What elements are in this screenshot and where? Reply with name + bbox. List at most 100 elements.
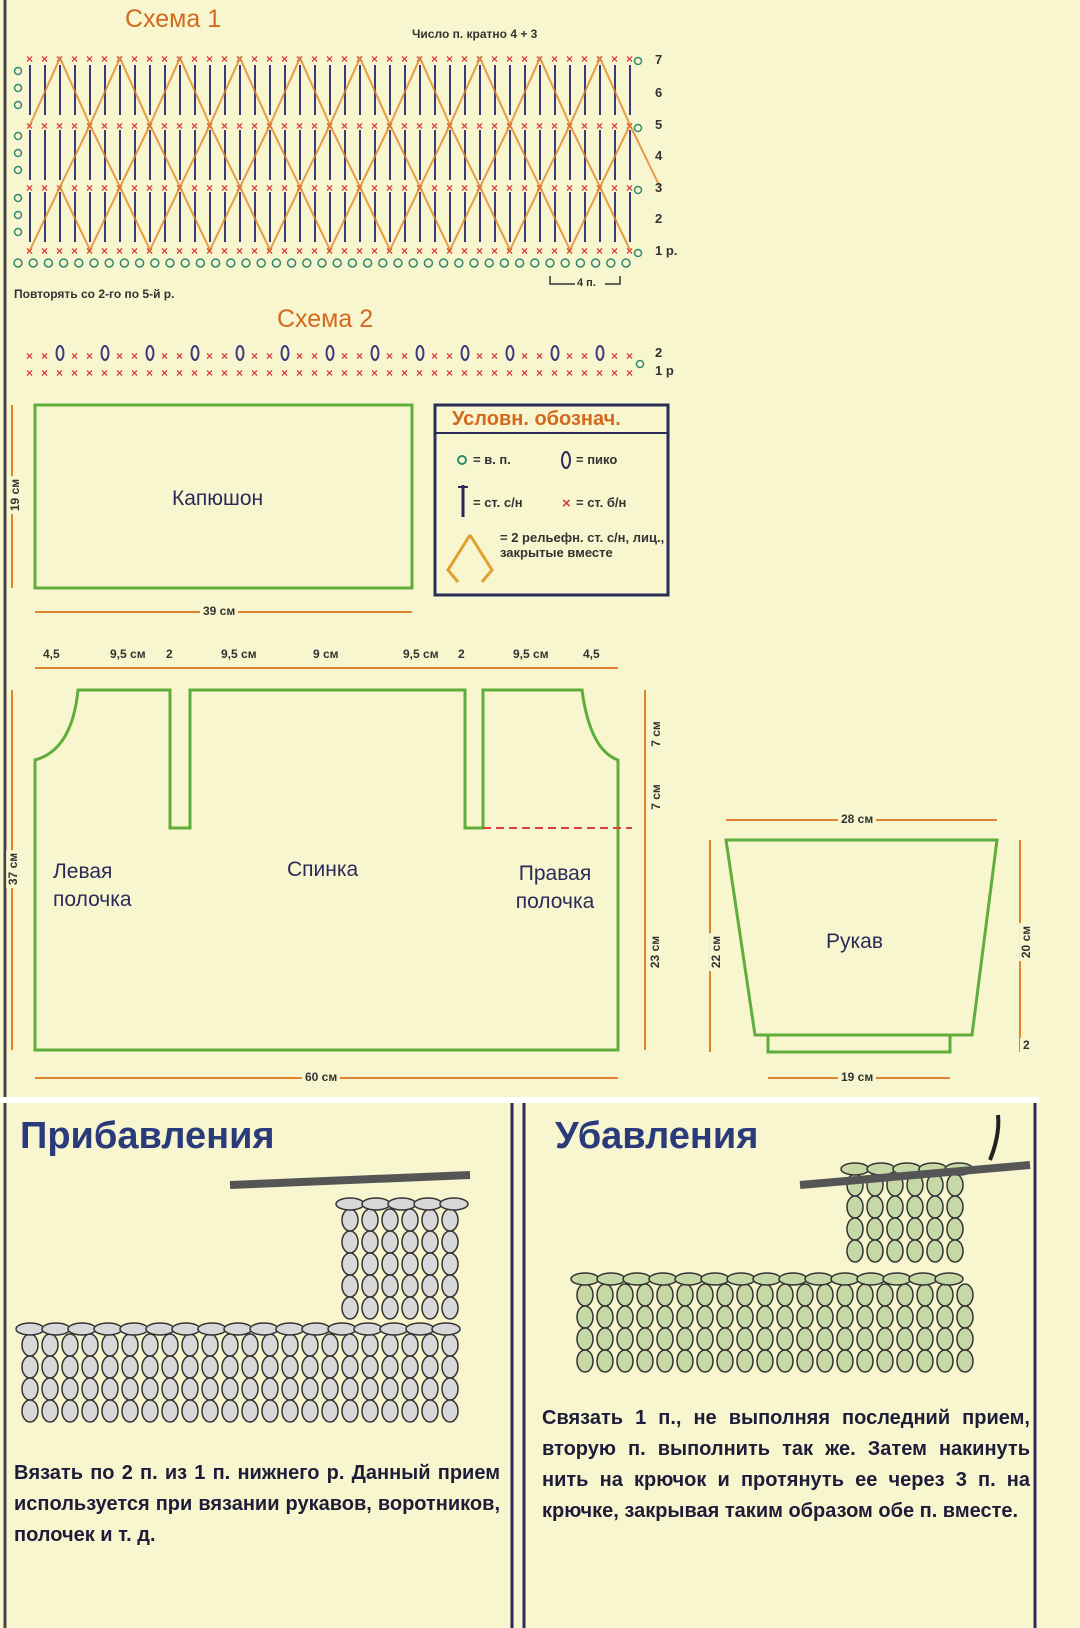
chain-symbol [241,258,251,268]
stitch [441,1208,459,1232]
sc-symbol: × [326,244,333,258]
stitch [846,1239,864,1263]
stitch [381,1377,399,1401]
picot-symbol [550,345,560,361]
stitch [896,1349,914,1373]
sc-symbol: × [146,366,153,380]
scheme1-chart: ××××××××××××××××××××××××××××××××××××××××… [13,52,661,285]
stitch-top [882,1272,912,1286]
stitch [886,1239,904,1263]
sc-symbol: × [401,52,408,66]
decrease-illustration [570,1162,974,1373]
sc-symbol: × [206,366,213,380]
picot-icon [561,451,571,469]
dim-label: 28 см [838,812,877,826]
stitch [21,1399,39,1423]
sc-symbol: × [161,119,168,133]
row-label: 5 [655,117,663,132]
stitch [41,1377,59,1401]
chain-symbol [545,258,555,268]
dim-label: 9,5 см [218,647,260,661]
sc-symbol: × [236,366,243,380]
sc-symbol: × [116,349,123,363]
stitch-top [648,1272,678,1286]
sc-symbol: × [101,119,108,133]
sc-symbol: × [476,119,483,133]
sleeve-label: Рукав [826,930,883,953]
sc-symbol: × [101,52,108,66]
stitch [676,1305,694,1329]
stitch [401,1208,419,1232]
sc-symbol: × [311,349,318,363]
stitch [676,1327,694,1351]
stitch [816,1349,834,1373]
stitch [61,1355,79,1379]
legend-title: Условн. обознач. [452,408,621,430]
chain-symbol [347,258,358,268]
sc-symbol: × [626,52,633,66]
stitch [241,1333,259,1357]
picot-symbol [460,345,470,361]
sc-symbol: × [431,349,438,363]
stitch-top [830,1272,860,1286]
stitch [181,1377,199,1401]
stitch [261,1377,279,1401]
sc-symbol: × [626,349,633,363]
stitch [421,1208,439,1232]
stitch [616,1283,634,1307]
stitch [61,1399,79,1423]
chain-symbol [302,258,312,268]
stitch [101,1333,119,1357]
chain-symbol [454,258,464,268]
stitch [816,1327,834,1351]
stitch [81,1333,99,1357]
sc-symbol: × [431,244,438,258]
stitch [261,1355,279,1379]
sc-symbol: × [401,349,408,363]
sc-symbol: × [581,52,588,66]
picot-symbol [325,345,335,361]
stitch [946,1195,964,1219]
stitch-top [327,1322,357,1336]
scheme1-note: Число п. кратно 4 + 3 [412,27,538,41]
sc-symbol: × [341,244,348,258]
relief-symbol [149,184,211,251]
dim-label: 4,5 [40,647,63,661]
stitch [866,1239,884,1263]
sc-symbol: × [116,366,123,380]
stitch [401,1230,419,1254]
sc-symbol: × [296,366,303,380]
stitch [856,1305,874,1329]
sc-symbol: × [611,366,618,380]
back-label: Спинка [287,858,359,881]
stitch [121,1355,139,1379]
chain-symbol [633,248,643,258]
stitch [596,1283,614,1307]
chain-symbol [58,258,69,268]
stitch [796,1349,814,1373]
stitch [301,1399,319,1423]
stitch-top [934,1272,964,1286]
sc-symbol: × [551,181,558,195]
relief-symbol [449,184,511,251]
stitch [636,1327,654,1351]
sc-symbol: × [626,181,633,195]
stitch-top [413,1197,443,1211]
sc-symbol: × [611,119,618,133]
sc-symbol: × [491,244,498,258]
stitch [716,1349,734,1373]
chain-symbol [575,258,586,268]
stitch [896,1283,914,1307]
chain-symbol [469,258,479,268]
relief-symbol [509,184,571,251]
sc-symbol: × [221,52,228,66]
dim-label: 9,5 см [400,647,442,661]
stitch [281,1399,299,1423]
stitch [381,1274,399,1298]
sc-symbol: × [311,119,318,133]
sc-symbol: × [461,119,468,133]
stitch [21,1355,39,1379]
stitch-top [361,1197,391,1211]
chain-symbol [180,258,190,268]
sc-symbol: × [266,349,273,363]
